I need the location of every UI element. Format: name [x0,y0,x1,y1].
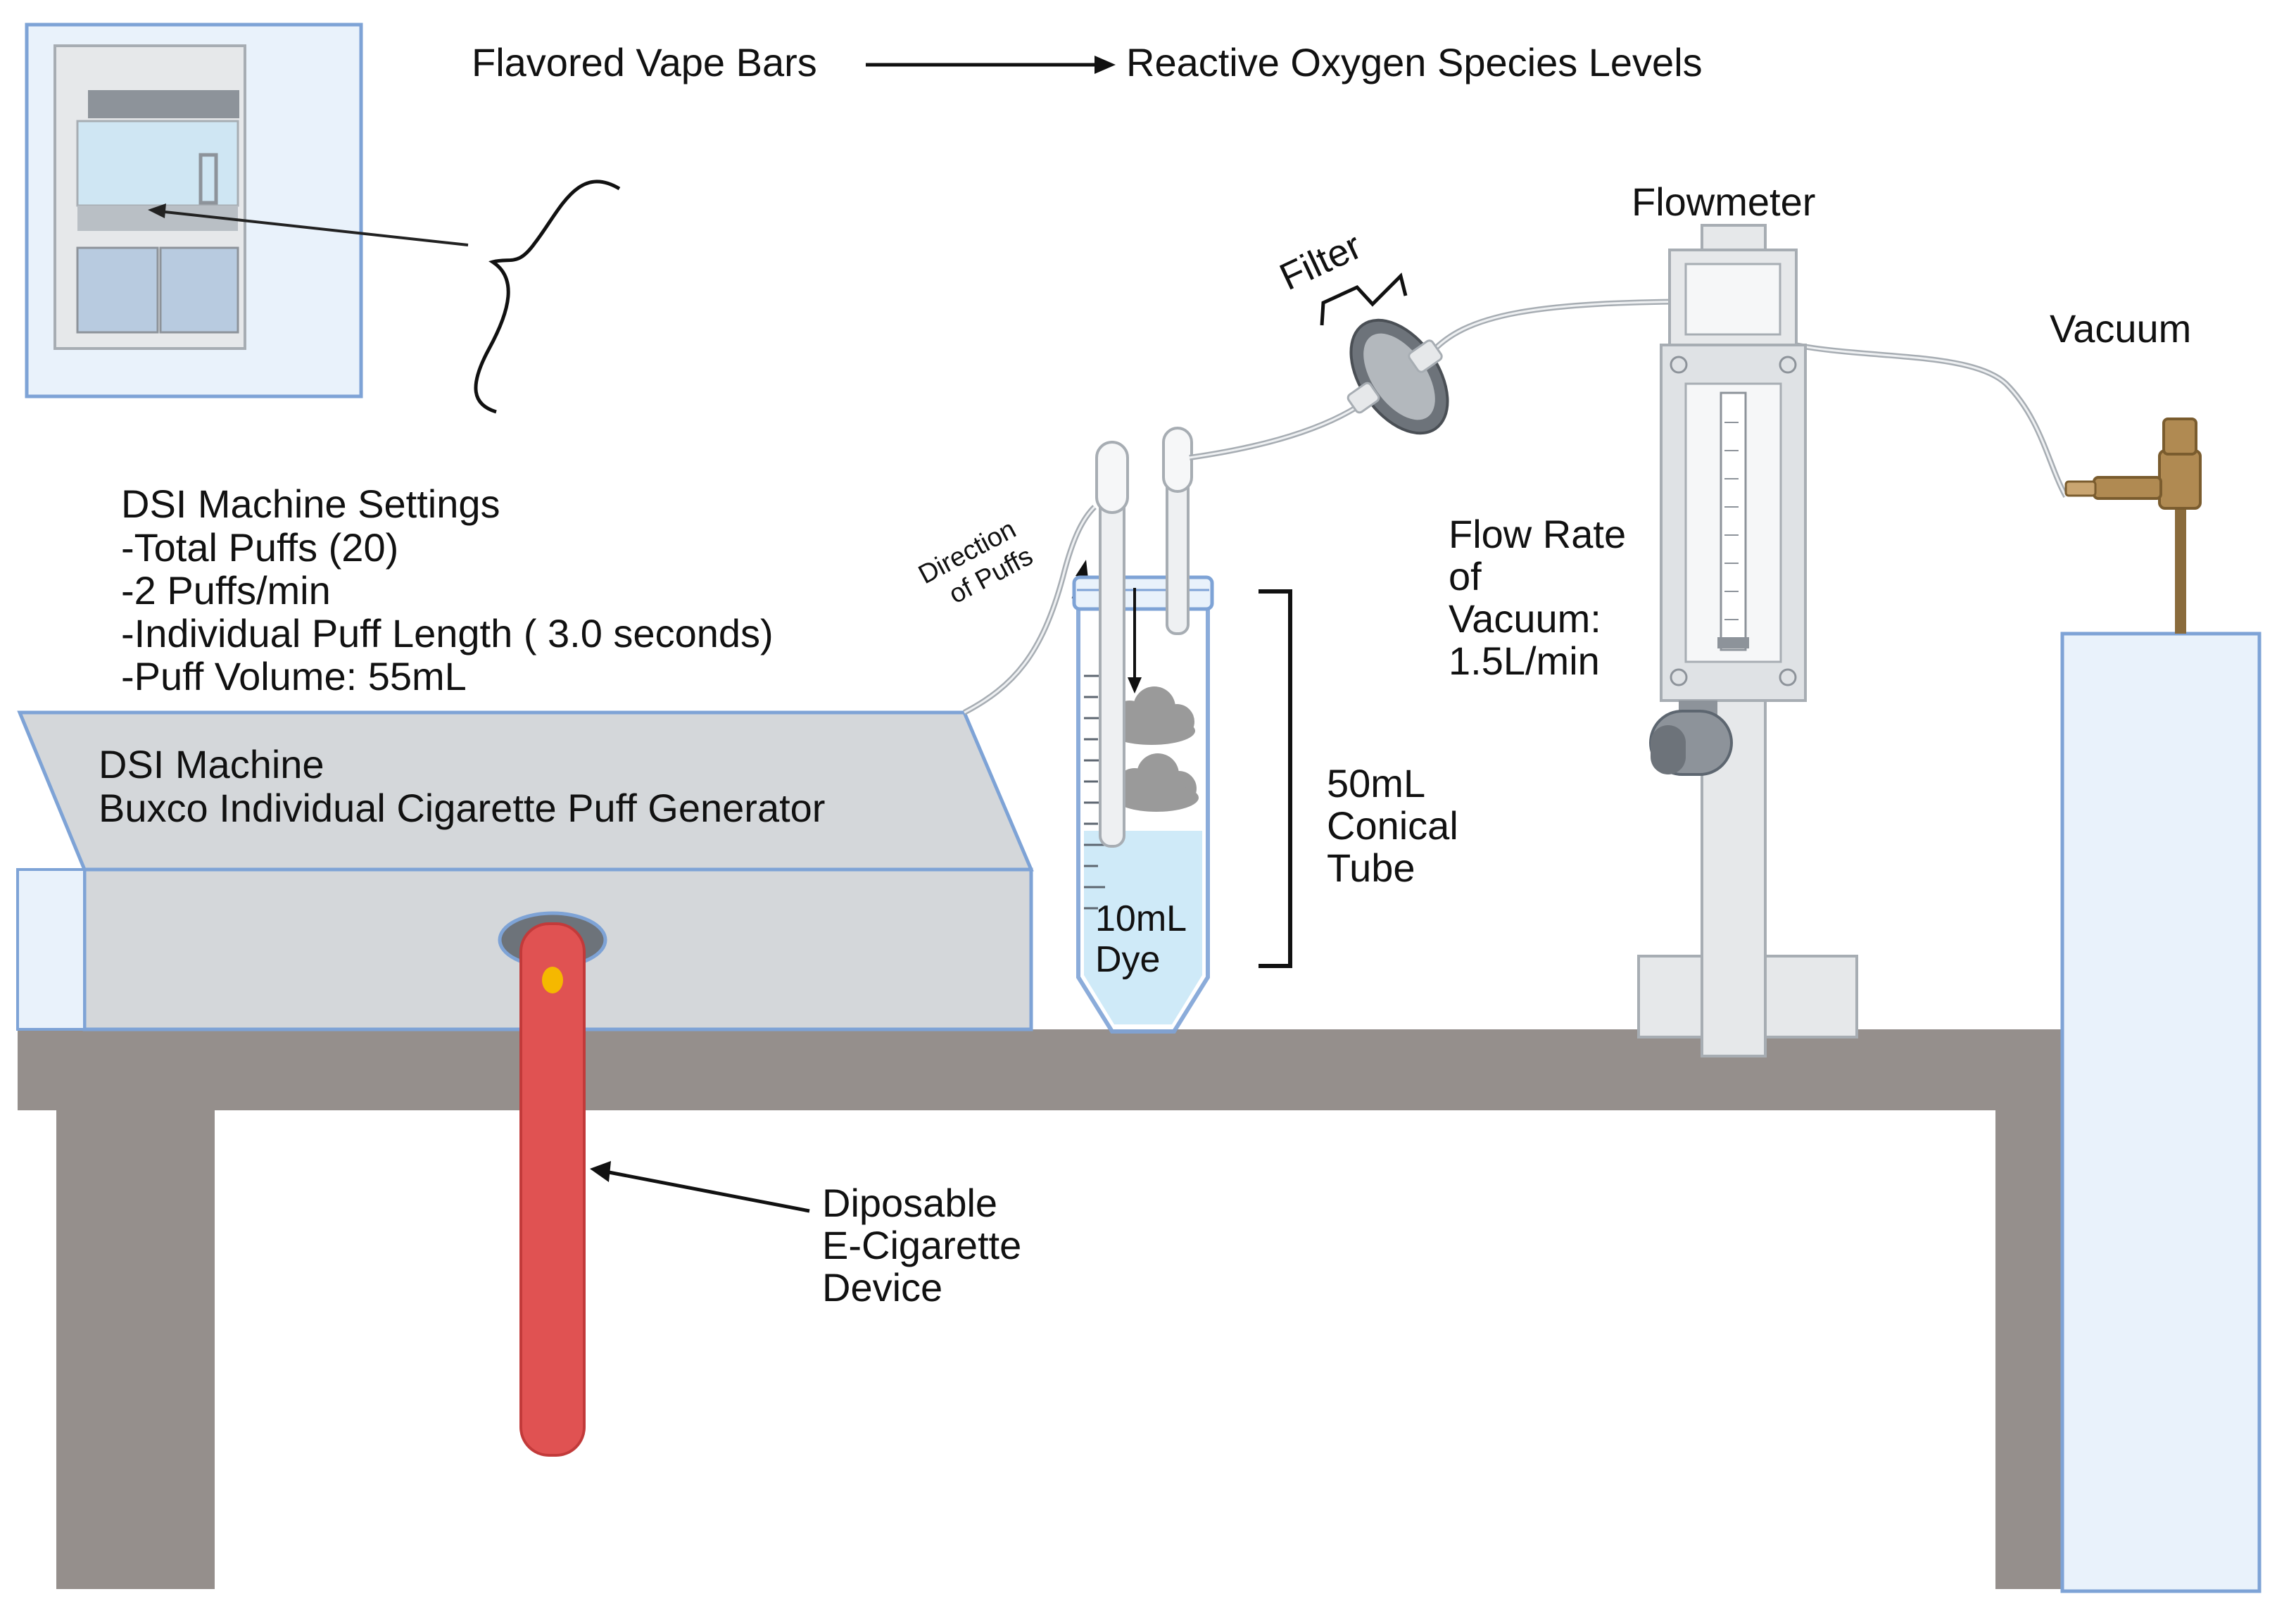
dye-label: 10mL Dye [1095,898,1187,980]
machine-label-line2: Buxco Individual Cigarette Puff Generato… [99,786,825,830]
tube-bracket [1259,589,1292,968]
vacuum-valve-side-port [2093,476,2162,500]
lab-table [18,1029,2083,1589]
inset-pointer-arrowhead [148,203,166,218]
flow-rate-line: of [1449,554,1482,598]
ecig-body [519,922,586,1457]
settings-item: -Total Puffs (20) [121,525,398,570]
direction-label: Direction of Puffs [914,515,1037,610]
settings-item: -Puff Volume: 55mL [121,654,467,698]
title-arrowhead [1095,56,1116,74]
fume-hood-cabinet-left [76,246,159,334]
puff-tubing-highlight [964,506,1096,714]
table-top [18,1029,2083,1110]
title-right-text: Reactive Oxygen Species Levels [1126,40,1703,84]
vacuum-valve-nozzle [2064,480,2097,497]
fume-hood-cabinet-right [159,246,239,334]
flow-rate-line: 1.5L/min [1449,639,1600,683]
flow-rate-line: Vacuum: [1449,596,1601,641]
tube-label: 50mL Conical Tube [1327,761,1458,890]
ecig-device [519,922,586,1457]
outlet-pipette-bulb [1162,427,1193,493]
inlet-pipette-bulb [1095,441,1129,514]
dye-label-line: 10mL [1095,898,1187,939]
vacuum-box [2060,632,2262,1593]
ecig-label-line: Diposable [822,1181,997,1225]
flowmeter-screw-bottom-left [1670,668,1688,686]
flowmeter-valve-knob-face [1651,725,1686,774]
machine-label-line1: DSI Machine [99,742,324,786]
tube-label-line: Tube [1327,846,1415,890]
vacuum-valve-body [2158,449,2202,510]
tube-label-line: Conical [1327,803,1458,848]
settings-heading: DSI Machine Settings [121,482,500,526]
ecig-label-line: Device [822,1265,942,1310]
flowmeter [1637,224,1858,1057]
inset-pointer-line [158,210,469,246]
tube-outline [1076,590,1210,1034]
ecig-label: Diposable E-Cigarette Device [822,1181,1021,1310]
dsi-settings-block: DSI Machine Settings -Total Puffs (20) -… [121,482,774,698]
flowmeter-glass-tube [1720,391,1747,651]
direction-arrowhead [1076,560,1088,579]
fume-hood-inset [25,23,469,398]
flowmeter-label: Flowmeter [1632,180,1815,224]
filter-zigzag-bracket [1320,272,1408,326]
settings-item: -Individual Puff Length ( 3.0 seconds) [121,611,774,655]
flowmeter-float [1717,637,1749,648]
flowmeter-screw-top-left [1670,356,1688,374]
ecig-label-line: E-Cigarette [822,1223,1021,1267]
flowmeter-head-window [1684,263,1781,336]
flowmeter-screw-bottom-right [1779,668,1797,686]
filter [1346,318,1449,435]
vacuum-label: Vacuum [2050,306,2191,351]
flowmeter-scale [1724,422,1739,620]
filter-membrane [1363,333,1435,420]
dye-label-line: Dye [1095,939,1160,980]
tube-neck [1072,575,1214,611]
flow-rate-label: Flow Rate of Vacuum: 1.5L/min [1449,512,1626,683]
smoke-cloud-lower [1114,753,1199,812]
tubing-to-flowmeter-highlight [1427,300,1722,356]
vacuum-valve-cap [2162,418,2197,456]
curly-brace [474,180,621,414]
vacuum-valve-stem [2175,493,2186,634]
fume-hood-window [76,120,239,207]
vacuum-source [2060,418,2262,1593]
flowmeter-screw-top-right [1779,356,1797,374]
dye-liquid [1084,831,1202,1024]
ecig-indicator-light [542,967,563,993]
flow-rate-line: Flow Rate [1449,512,1626,556]
tube-flow-arrowhead [1128,677,1142,693]
ecig-pointer-arrowhead [590,1161,611,1182]
tubing-to-filter-highlight [1189,406,1358,459]
filter-inlet-nozzle [1346,382,1380,414]
title-left-text: Flavored Vape Bars [472,40,817,84]
tubing-to-filter [1189,404,1359,460]
filter-outlet-nozzle [1408,339,1443,373]
fume-hood-sash-handle [198,153,218,205]
ecig-pointer-line [608,1170,810,1213]
settings-item: -2 Puffs/min [121,568,331,613]
table-leg-right [1995,1110,2069,1589]
conical-tube [1072,427,1214,1034]
fume-hood-vent [88,90,239,118]
tube-label-line: 50mL [1327,761,1425,805]
dsi-machine-side [16,868,86,1031]
table-leg-left [56,1110,215,1589]
